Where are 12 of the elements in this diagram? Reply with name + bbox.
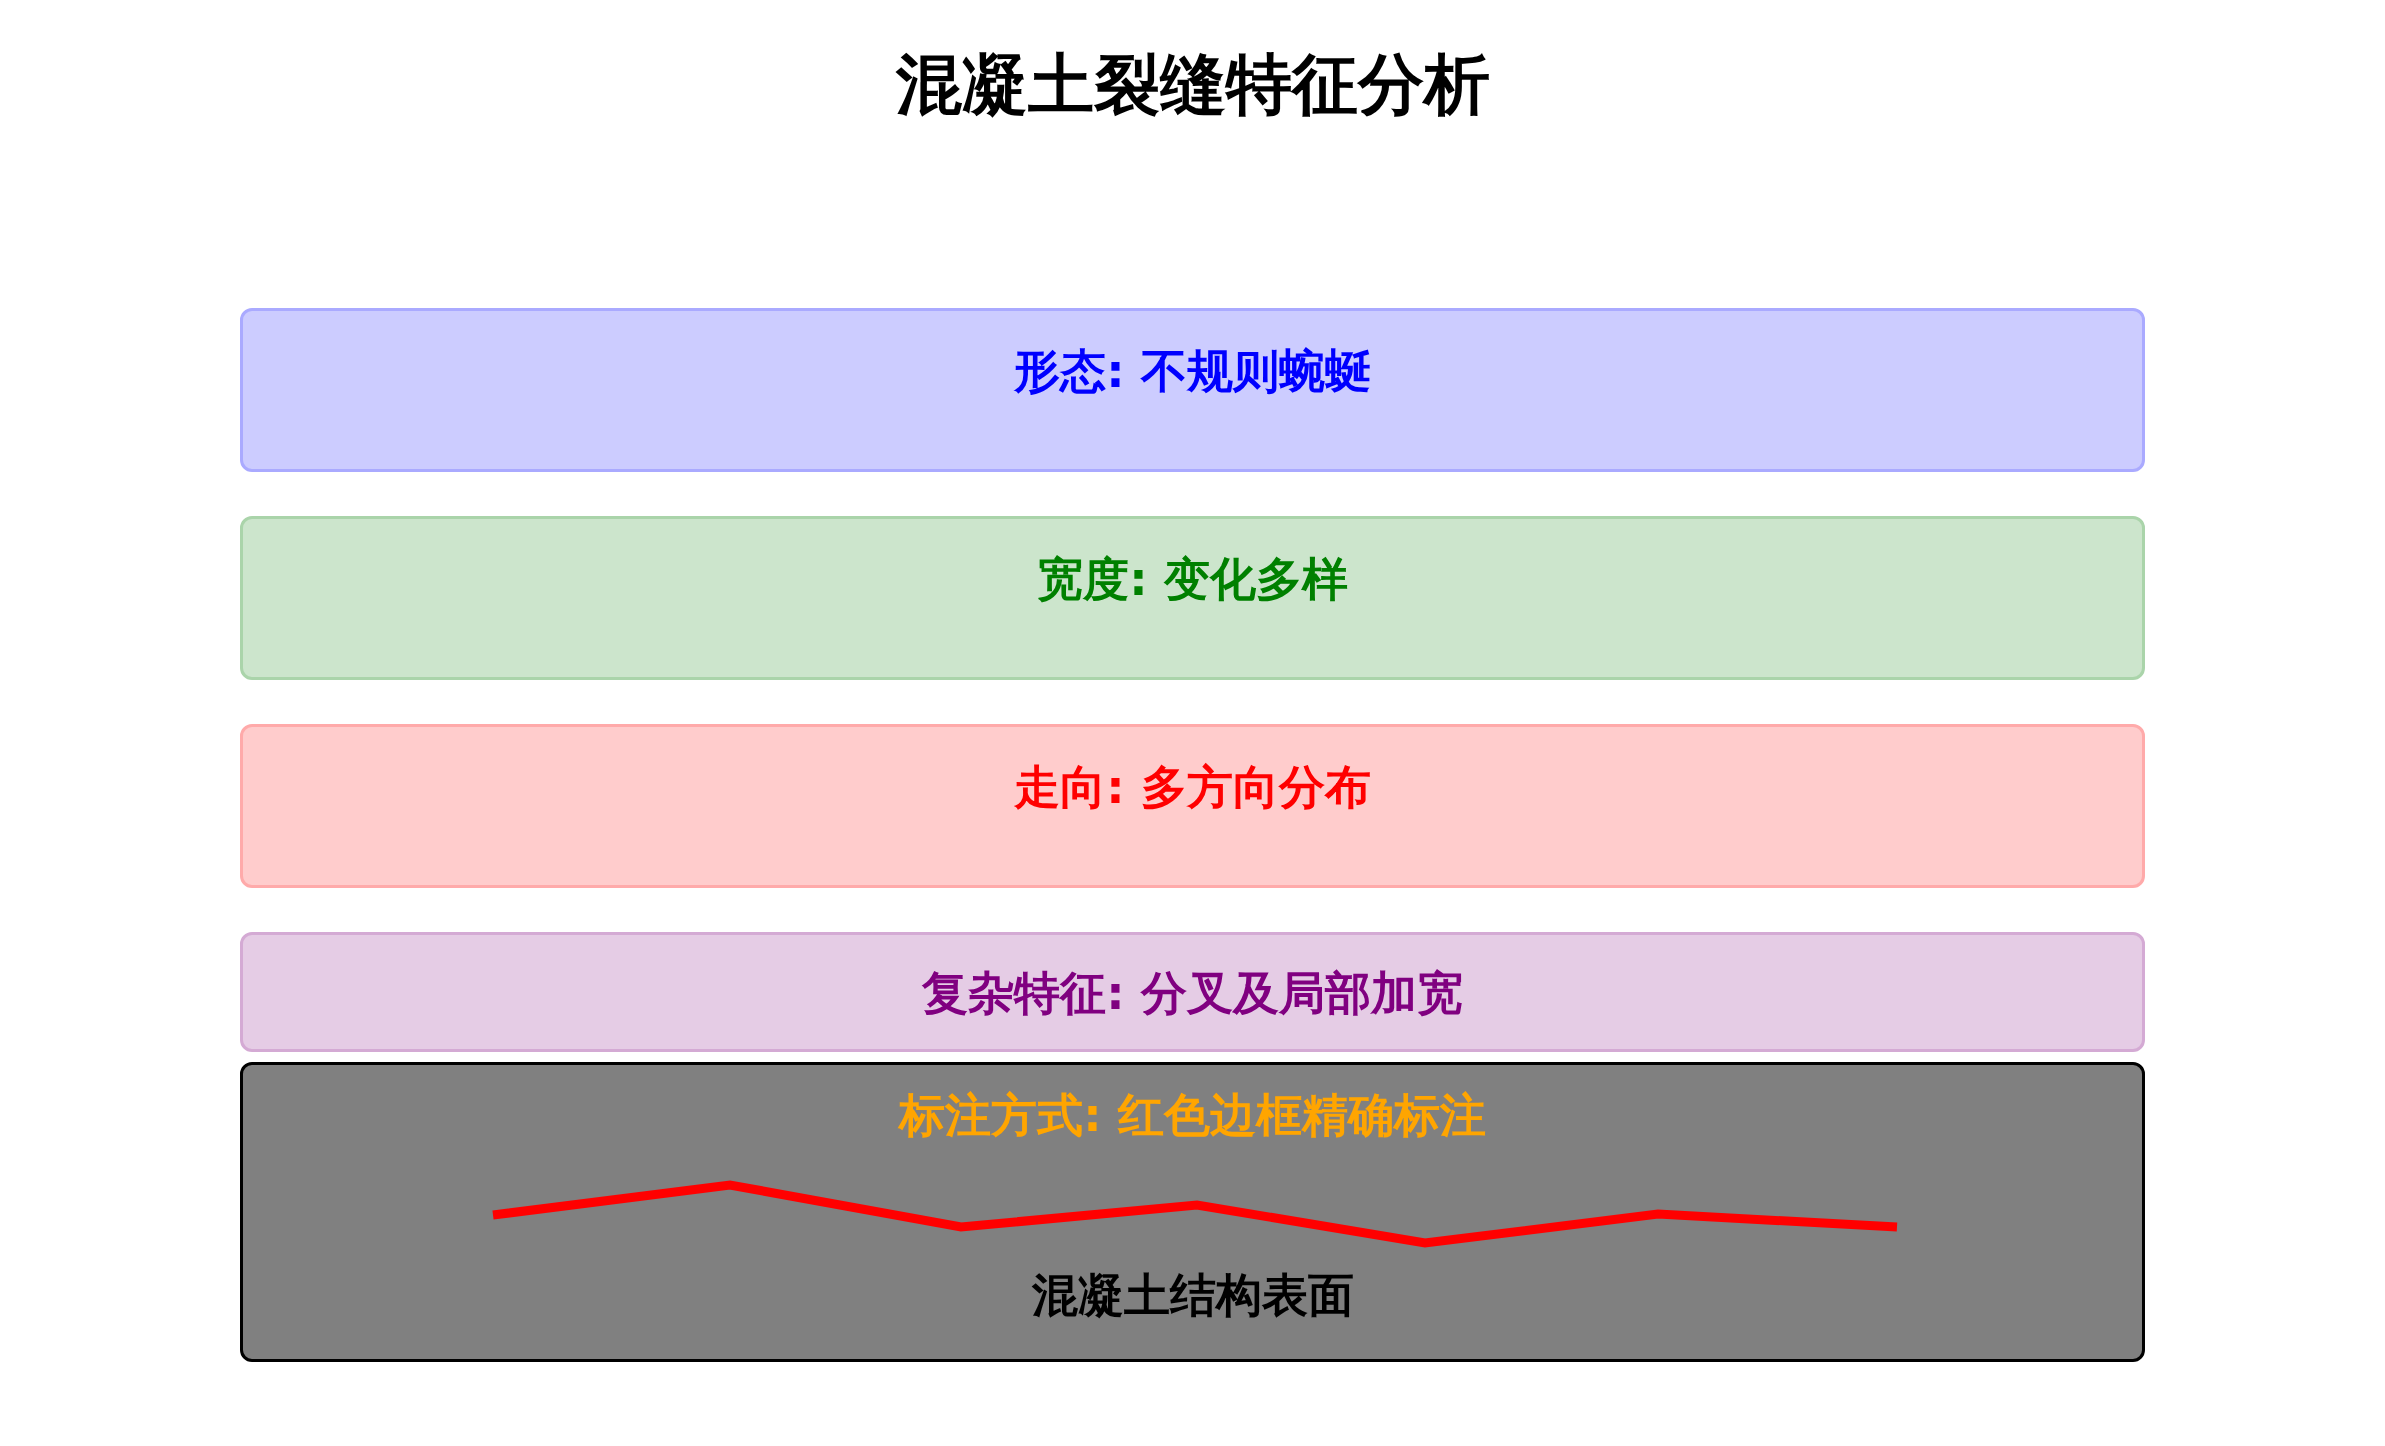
panel-label: 混凝土结构表面 xyxy=(1030,1267,1355,1324)
feature-label: 形态: 不规则蜿蜒 xyxy=(1013,343,1372,400)
feature-label: 宽度: 变化多样 xyxy=(1036,551,1349,608)
concrete-surface-panel xyxy=(240,1062,2145,1362)
feature-box xyxy=(240,308,2145,472)
feature-label: 复杂特征: 分叉及局部加宽 xyxy=(921,965,1464,1022)
diagram-title: 混凝土裂缝特征分析 xyxy=(894,45,1491,125)
feature-box xyxy=(240,516,2145,680)
feature-box xyxy=(240,932,2145,1052)
annotation-note: 标注方式: 红色边框精确标注 xyxy=(897,1087,1487,1144)
feature-box xyxy=(240,724,2145,888)
feature-label: 走向: 多方向分布 xyxy=(1013,759,1372,816)
